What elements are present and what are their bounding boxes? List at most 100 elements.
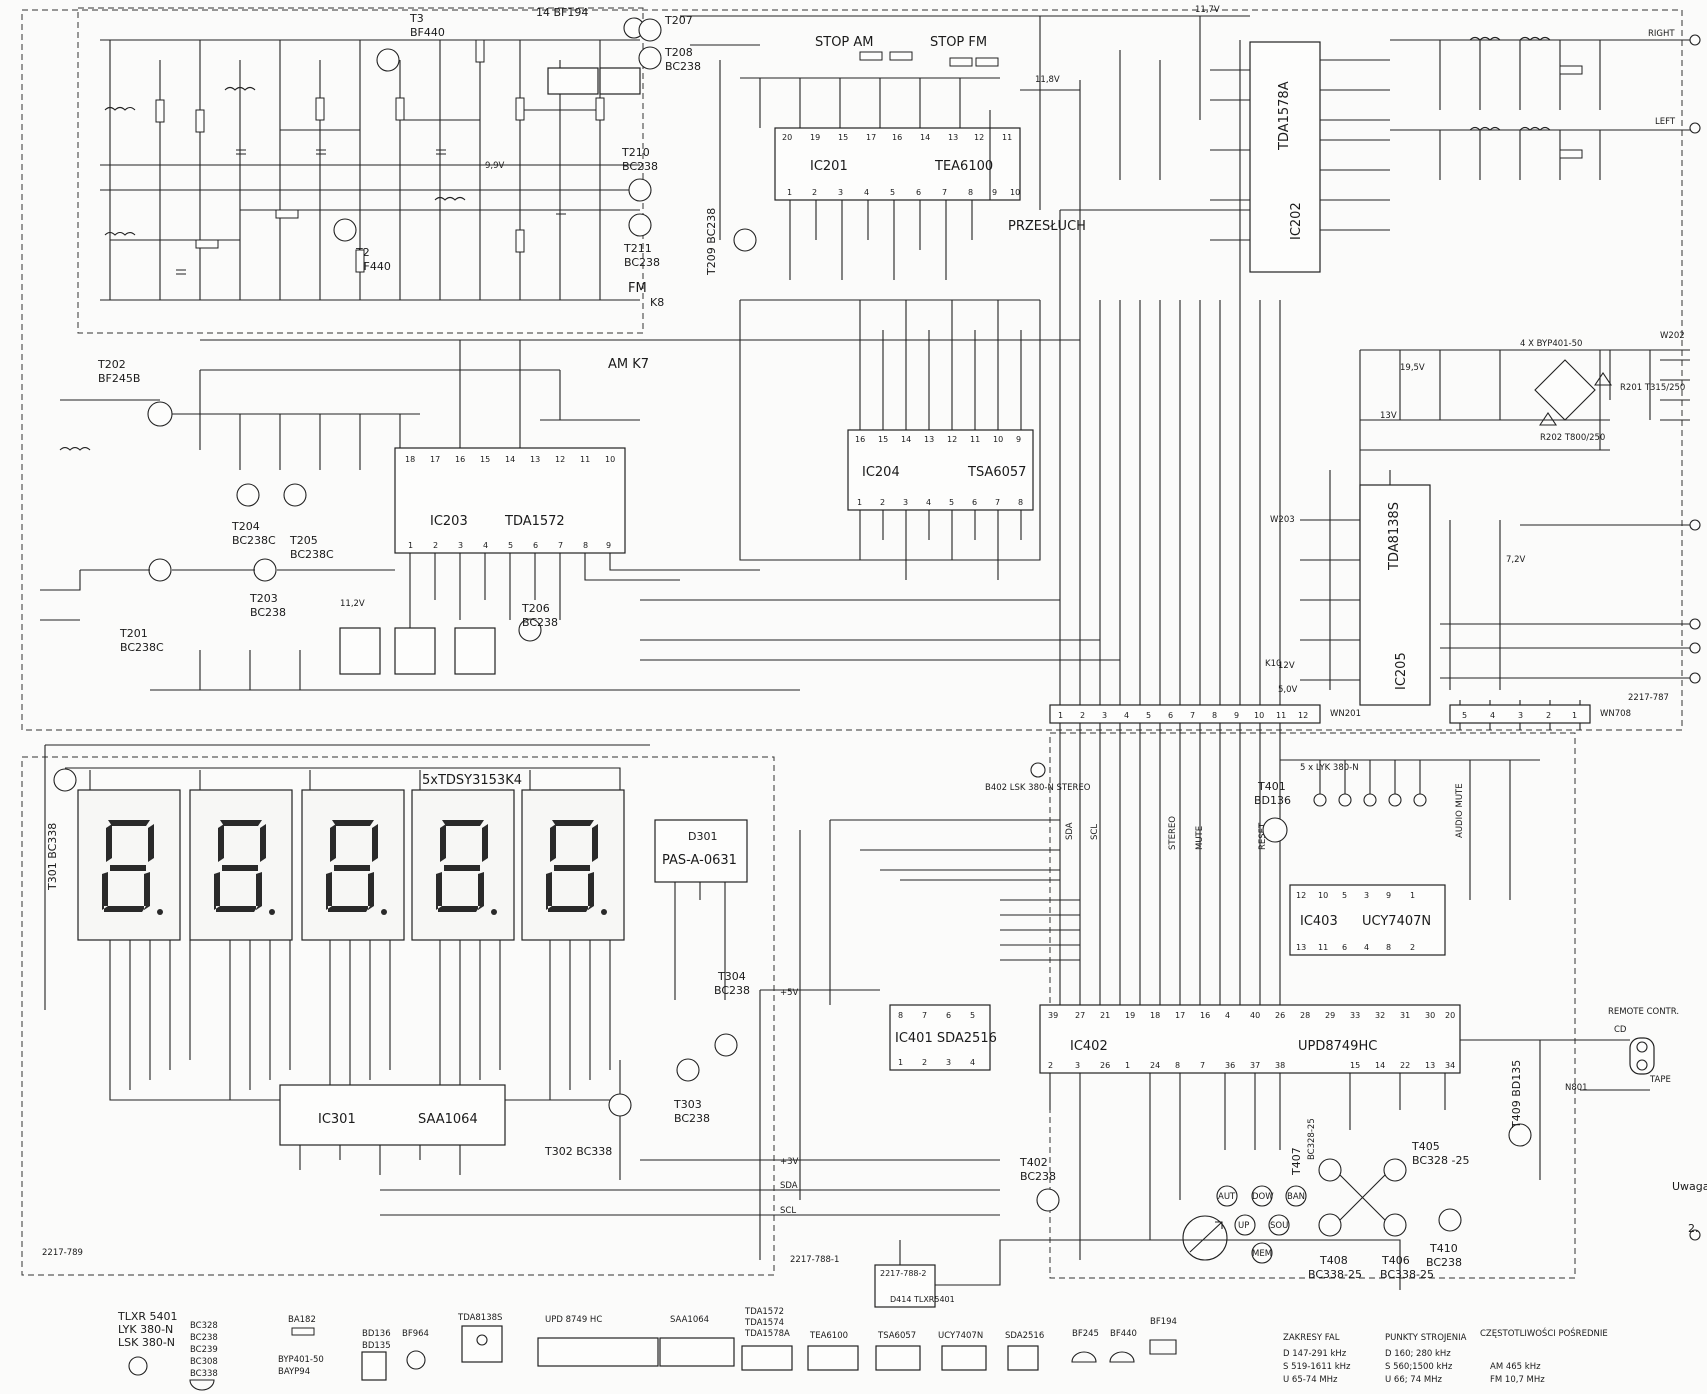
transistor-t208 (638, 46, 662, 70)
remote-jack[interactable] (1629, 1037, 1655, 1075)
transistor-t203 (253, 558, 277, 582)
t410-label: T410 (1429, 1242, 1458, 1255)
svg-text:1: 1 (787, 188, 792, 197)
supply-11-8v: 11,8V (1035, 75, 1060, 85)
tape-label: TAPE (1649, 1075, 1671, 1085)
svg-text:34: 34 (1445, 1061, 1455, 1070)
n801-label: N801 (1565, 1083, 1588, 1093)
control-board-border (1049, 732, 1576, 1279)
svg-text:19: 19 (1125, 1011, 1135, 1020)
svg-text:17: 17 (866, 133, 876, 142)
svg-text:16: 16 (1200, 1011, 1210, 1020)
ic205-label: IC205 (1394, 652, 1409, 690)
svg-text:19: 19 (810, 133, 820, 142)
remote-label: REMOTE CONTR. (1608, 1007, 1679, 1017)
ic301-type: SAA1064 (418, 1112, 478, 1127)
svg-text:13: 13 (530, 455, 540, 464)
band-punkt-2: U 66; 74 MHz (1385, 1375, 1443, 1385)
svg-text:4: 4 (1364, 943, 1369, 952)
ic201-type: TEA6100 (934, 159, 993, 174)
band-title-czest: CZĘSTOTLIWOŚCI POŚREDNIE (1480, 1327, 1608, 1339)
svg-text:5: 5 (1146, 711, 1151, 720)
przesluch-label: PRZESŁUCH (1008, 219, 1086, 234)
key-up-button[interactable] (1234, 1214, 1256, 1236)
remote-wiring (1460, 1039, 1650, 1180)
d301-label: D301 (688, 830, 717, 843)
svg-text:1: 1 (898, 1058, 903, 1067)
t201-type: BC238C (120, 641, 164, 654)
ic403-type: UCY7407N (1362, 914, 1431, 929)
svg-text:9: 9 (1386, 891, 1391, 900)
note-2-label: 2. (1688, 1222, 1699, 1235)
t409-label: T409 BD135 (1510, 1060, 1523, 1129)
stop-fm-label: STOP FM (930, 35, 987, 50)
fm-label: FM (628, 281, 647, 296)
supply-11-7v: 11,7V (1195, 5, 1220, 15)
key-aut-button[interactable] (1216, 1185, 1238, 1207)
key-mem-button[interactable] (1251, 1242, 1273, 1264)
legend-sda: SDA2516 (1005, 1331, 1044, 1341)
svg-text:2: 2 (1546, 711, 1551, 720)
key-dow-button[interactable] (1251, 1185, 1273, 1207)
key-ban-button[interactable] (1285, 1185, 1307, 1207)
legend-ba182: BA182 (288, 1315, 316, 1325)
transistor-t409 (1508, 1123, 1532, 1147)
key-aut-label: AUT (1218, 1192, 1236, 1202)
legend-saa: SAA1064 (670, 1315, 709, 1325)
svg-text:12: 12 (555, 455, 565, 464)
svg-text:2: 2 (1410, 943, 1415, 952)
t204-type: BC238C (232, 534, 276, 547)
right-terminal (1689, 34, 1701, 46)
svg-text:2: 2 (922, 1058, 927, 1067)
ic202-type: TDA1578A (1277, 81, 1292, 151)
ic402-label: IC402 (1070, 1039, 1108, 1054)
svg-text:4: 4 (970, 1058, 975, 1067)
legend-bc-0: BC328 (190, 1321, 218, 1331)
t206-type: BC238 (522, 616, 558, 629)
svg-text:6: 6 (946, 1011, 951, 1020)
bridge-rectifier (1534, 359, 1596, 421)
sheet-788-label: 2217-788-1 (790, 1255, 839, 1265)
key-up-label: UP (1238, 1221, 1249, 1231)
legend-tda8138s: TDA8138S (457, 1313, 502, 1323)
legend-tea: TEA6100 (809, 1331, 848, 1341)
svg-text:30: 30 (1425, 1011, 1435, 1020)
svg-text:8: 8 (968, 188, 973, 197)
legend-bf245: BF245 (1072, 1329, 1099, 1339)
svg-text:18: 18 (405, 455, 415, 464)
jack-ring-icon (1636, 1059, 1648, 1071)
svg-text:11: 11 (1276, 711, 1286, 720)
t405-label: T405 (1411, 1140, 1440, 1153)
svg-text:27: 27 (1075, 1011, 1085, 1020)
d301-type: PAS-A-0631 (662, 853, 737, 868)
ic205-block: TDA8138S IC205 (1300, 484, 1431, 706)
svg-text:5: 5 (970, 1011, 975, 1020)
b402-label: B402 LSK 380-N STEREO (985, 783, 1091, 793)
t3-label: T3 (409, 12, 424, 25)
key-sou-button[interactable] (1268, 1214, 1290, 1236)
ic203-type: TDA1572 (504, 514, 565, 529)
supply-7-2v: 7,2V (1506, 555, 1526, 565)
supply-9-9v: 9,9V (485, 161, 505, 171)
uwaga-label: Uwaga: (1672, 1180, 1707, 1193)
d414-board (874, 1264, 936, 1308)
wn201-label: WN201 (1330, 709, 1361, 719)
legend-bayp: BAYP94 (278, 1367, 310, 1377)
svg-text:26: 26 (1275, 1011, 1285, 1020)
t206-label: T206 (521, 602, 550, 615)
t405-type: BC328 -25 (1412, 1154, 1470, 1167)
key-mem-label: MEM (1252, 1249, 1272, 1259)
t211-type: BC238 (624, 256, 660, 269)
legend-bd135: BD135 (362, 1341, 391, 1351)
display-digit-2 (189, 789, 293, 941)
svg-text:4: 4 (483, 541, 488, 550)
svg-text:15: 15 (878, 435, 888, 444)
display-digit-4 (411, 789, 515, 941)
t203-type: BC238 (250, 606, 286, 619)
svg-text:5: 5 (1342, 891, 1347, 900)
svg-text:8: 8 (1212, 711, 1217, 720)
t302-label: T302 BC338 (544, 1145, 612, 1158)
